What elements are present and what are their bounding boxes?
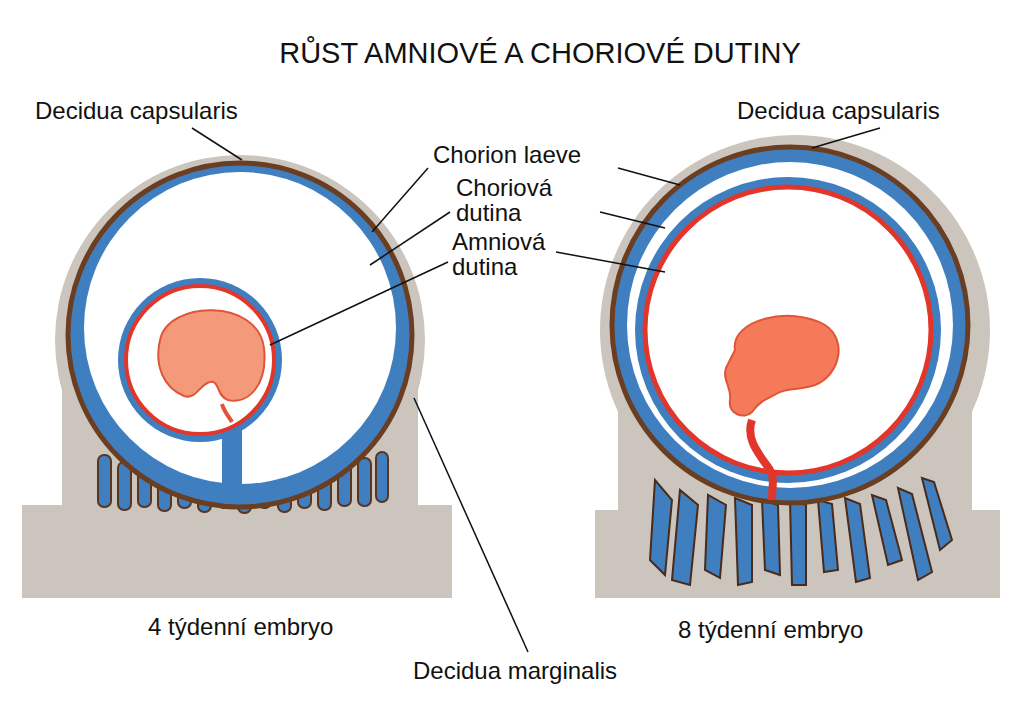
amnion-cavity-left [126,286,274,434]
part-label: 4 týdenní embryo [148,614,333,639]
diagram-title: RŮST AMNIOVÉ A CHORIOVÉ DUTINY [0,38,1024,68]
amnion-cavity-right [645,187,931,473]
villi-right-part [872,495,902,565]
leader-lines-part [192,128,242,160]
villi-right-part [845,498,870,582]
villi-right-part [922,478,952,550]
villi-right-part [818,500,838,572]
villi-right-part [705,495,726,578]
leader-lines-part [812,128,880,148]
villi-right-part [672,490,698,585]
part-label: Chorion laeve [433,142,581,167]
part-label: Decidua capsularis [35,98,238,123]
amnion-right [635,177,941,483]
amnion-left [118,278,282,442]
umbilical-left [222,404,232,422]
villi-right-part [762,500,780,575]
chorion-left [68,163,412,507]
villi-right-part [650,480,672,575]
leader-lines-part [270,262,448,345]
decidua-left-part [55,155,425,525]
embryo-left [158,310,264,401]
decidua-right-part [600,135,990,525]
villi-left-part [98,455,111,507]
leader-lines-part [414,398,528,652]
part-label: Amniová dutina [452,229,564,279]
leader-lines-part [370,212,450,265]
villi-right-part [735,498,752,585]
chorion-cavity-right [627,162,953,488]
villi-right-part [790,500,806,585]
leader-lines-part [618,168,680,185]
villi-left-part [358,458,371,506]
leader-lines [192,128,880,652]
villi-right-part [898,488,932,580]
umbilical-cord-right [750,420,773,500]
embryo-right [725,316,839,416]
part-label: 8 týdenní embryo [678,617,863,642]
chorion-right [612,147,968,503]
villi-left-part [376,452,388,502]
part-label: Decidua marginalis [413,658,617,683]
leader-lines-part [372,168,428,232]
part-label: Choriová dutina [456,175,568,225]
leader-lines-part [556,252,665,272]
decidua-left [22,155,452,598]
part-label: Decidua capsularis [737,98,940,123]
decidua-left-part [22,505,452,598]
decidua-right [595,135,1000,598]
leader-lines-part [600,212,665,228]
